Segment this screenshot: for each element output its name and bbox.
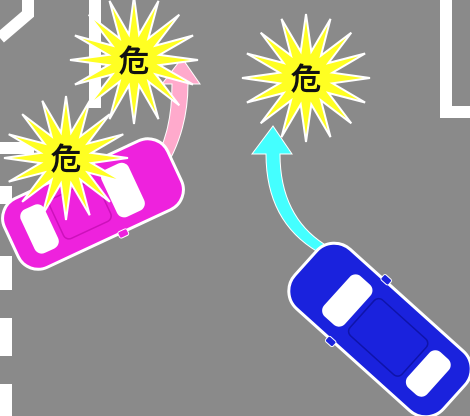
- danger-burst-left: 危: [4, 96, 128, 220]
- danger-label: 危: [119, 45, 149, 80]
- danger-label: 危: [51, 143, 81, 178]
- danger-label: 危: [291, 63, 321, 98]
- danger-burst-right: 危: [242, 14, 370, 142]
